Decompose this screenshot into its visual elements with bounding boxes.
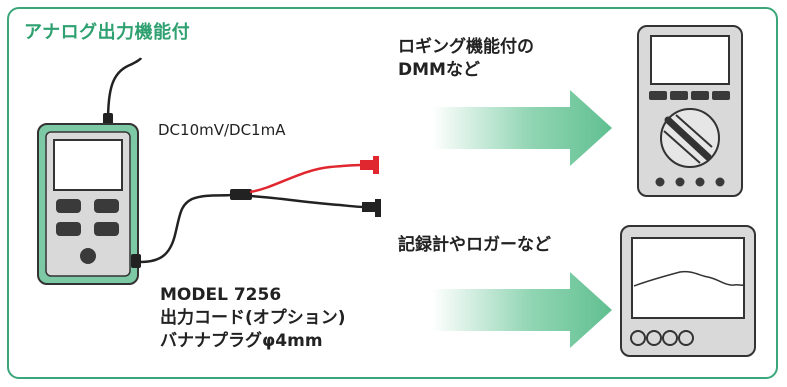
recorder-button [678, 330, 694, 346]
dmm-jack [675, 177, 685, 187]
recorder-label: 記録計やロガーなど [398, 235, 551, 255]
recorder-device [620, 225, 756, 357]
tester-key [56, 199, 81, 213]
arrow-to-recorder [432, 272, 612, 348]
tester-screen [53, 139, 123, 191]
dmm-dial-knob [664, 116, 712, 161]
signal-label: DC10mV/DC1mA [158, 121, 286, 139]
model-label-line1: MODEL 7256 [160, 285, 282, 305]
tester-key [94, 199, 119, 213]
black-lead [249, 194, 366, 209]
recorder-button [646, 330, 662, 346]
dmm-dial-line [663, 130, 701, 164]
tester-key [56, 222, 81, 236]
red-plug-tip [373, 156, 379, 174]
tester-key [94, 222, 119, 236]
dmm-dial-line [675, 114, 713, 148]
tester-dial [80, 248, 96, 264]
black-banana-plug [362, 202, 376, 212]
output-cable [139, 156, 381, 264]
dmm-label-line2: DMMなど [398, 60, 480, 80]
dmm-key [649, 91, 667, 100]
dmm-label-line1: ロギング機能付の [398, 37, 534, 57]
dmm-screen [650, 35, 730, 85]
model-label-line2: 出力コード(オプション) [160, 308, 346, 328]
model-label-line3: バナナプラグφ4mm [160, 331, 323, 351]
red-lead [249, 163, 363, 194]
dmm-jack [695, 177, 705, 187]
top-cable [106, 57, 143, 123]
cable-split-sleeve [230, 189, 252, 200]
red-banana-plug [360, 160, 374, 170]
arrow-to-dmm [432, 90, 612, 166]
dmm-jack [655, 177, 665, 187]
dmm-key [691, 91, 709, 100]
dmm-jack [715, 177, 725, 187]
recorder-screen [631, 237, 745, 319]
handheld-tester [37, 57, 143, 285]
recorder-button [662, 330, 678, 346]
recorder-trace [633, 270, 745, 287]
recorder-button [630, 330, 646, 346]
dmm-device [637, 25, 743, 197]
dmm-key [670, 91, 688, 100]
black-plug-tip [375, 199, 381, 217]
diagram-title: アナログ出力機能付 [24, 22, 191, 43]
side-connector [131, 254, 141, 268]
dmm-key [712, 91, 730, 100]
